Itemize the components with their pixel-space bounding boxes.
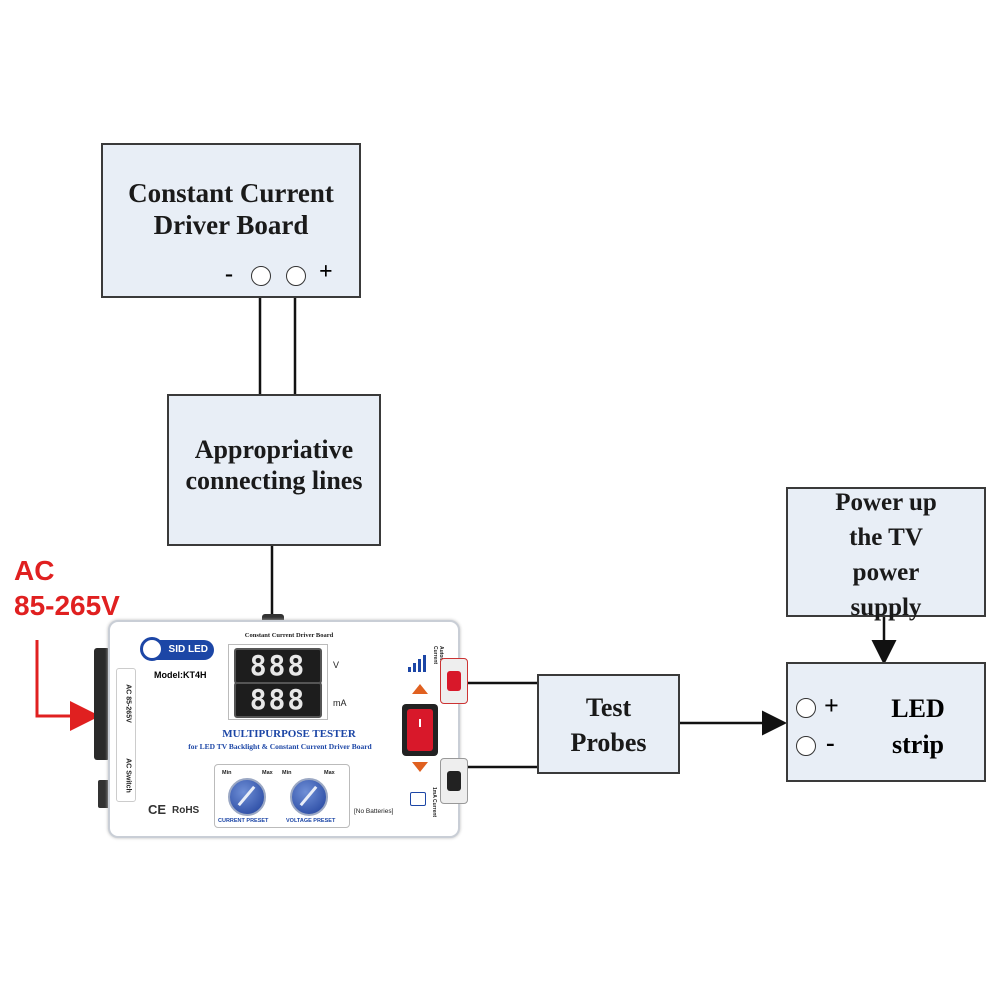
- display-header: Constant Current Driver Board: [244, 632, 334, 639]
- ac-switch-knob[interactable]: [98, 780, 110, 808]
- max-label-2: Max: [324, 770, 335, 776]
- probe-terminal-positive[interactable]: [440, 658, 468, 704]
- arrow-down-icon: [412, 762, 428, 772]
- signal-bars-icon: [408, 652, 428, 672]
- top-connector: [262, 614, 284, 624]
- preset-panel: [214, 764, 350, 828]
- power-supply-line4: supply: [850, 594, 922, 621]
- led-plus-terminal: [796, 698, 816, 718]
- led-plus-label: +: [824, 691, 839, 720]
- connecting-lines-line2: connecting lines: [185, 466, 363, 496]
- tester-subtitle: for LED TV Backlight & Constant Current …: [188, 742, 372, 751]
- switch-mark: [419, 719, 421, 727]
- probe-positive-cap: [447, 671, 461, 691]
- power-supply-line1: Power up: [835, 489, 937, 516]
- max-label-1: Max: [262, 770, 273, 776]
- led-minus-terminal: [796, 736, 816, 756]
- unit-volt: V: [333, 660, 340, 670]
- led-strip-line1: LED: [891, 694, 945, 723]
- unit-milliamp: mA: [333, 698, 347, 708]
- driver-minus-label: -: [225, 261, 233, 287]
- min-label-1: Min: [222, 770, 232, 776]
- power-supply-line2: the TV: [849, 524, 923, 551]
- probe-terminal-negative[interactable]: [440, 758, 468, 804]
- test-probes-line1: Test: [585, 693, 632, 722]
- voltage-preset-knob[interactable]: [290, 778, 328, 816]
- led-minus-label: -: [826, 728, 835, 757]
- brand-name: SID LED: [168, 644, 208, 655]
- ac-socket: [94, 648, 110, 760]
- current-display: 888: [234, 682, 322, 718]
- power-supply-line3: power: [852, 559, 920, 586]
- ac-side-label-1: AC 85-265V: [124, 684, 132, 723]
- min-label-2: Min: [282, 770, 292, 776]
- probe-negative-cap: [447, 771, 461, 791]
- driver-board-line1: Constant Current: [128, 178, 334, 208]
- power-supply-title: Power up the TV power supply: [788, 485, 984, 625]
- model-label: Model:KT4H: [154, 670, 207, 680]
- driver-plus-label: +: [319, 259, 333, 285]
- battery-icon: [410, 792, 426, 806]
- led-strip-box: + - LED strip: [786, 662, 986, 782]
- current-preset-label: CURRENT PRESET: [218, 818, 269, 824]
- current-preset-knob[interactable]: [228, 778, 266, 816]
- connecting-lines-box: Appropriative connecting lines: [167, 394, 381, 546]
- voltage-display: 888: [234, 648, 322, 684]
- ce-mark: CE: [148, 802, 167, 817]
- tester-title: MULTIPURPOSE TESTER: [222, 728, 356, 740]
- power-supply-box: Power up the TV power supply: [786, 487, 986, 621]
- arrow-ac-input: [35, 640, 100, 731]
- rohs-mark: RoHS: [172, 805, 200, 816]
- arrow-up-icon: [412, 684, 428, 694]
- test-probes-line2: Probes: [570, 728, 647, 757]
- ac-side-label-2: AC Switch: [124, 758, 132, 793]
- led-strip-title: LED strip: [868, 691, 968, 763]
- ac-side-panel: [116, 668, 136, 802]
- driver-board-line2: Driver Board: [153, 210, 309, 241]
- test-probes-title: Test Probes: [539, 690, 678, 760]
- no-batteries-note: [No Batteries]: [354, 808, 394, 815]
- driver-plus-terminal: [286, 266, 306, 286]
- driver-board-box: Constant Current Driver Board - +: [101, 143, 361, 298]
- voltage-preset-label: VOLTAGE PRESET: [286, 818, 336, 824]
- ac-label-line1: AC: [14, 555, 55, 586]
- led-strip-line2: strip: [892, 730, 944, 759]
- driver-board-title: Constant Current Driver Board: [103, 177, 359, 242]
- driver-minus-terminal: [251, 266, 271, 286]
- ac-input-label: AC 85-265V: [14, 553, 120, 623]
- power-switch[interactable]: [402, 704, 438, 756]
- power-switch-rocker: [407, 709, 433, 751]
- ma-current-label: 1mA Current: [431, 787, 437, 818]
- brand-circle-icon: [140, 637, 164, 661]
- ac-label-line2: 85-265V: [14, 590, 120, 621]
- test-probes-box: Test Probes: [537, 674, 680, 774]
- connecting-lines-title: Appropriative connecting lines: [169, 434, 379, 496]
- connecting-lines-line1: Appropriative: [194, 435, 354, 464]
- multipurpose-tester: SID LED Model:KT4H AC 85-265V AC Switch …: [108, 620, 468, 838]
- display-frame: [228, 644, 328, 720]
